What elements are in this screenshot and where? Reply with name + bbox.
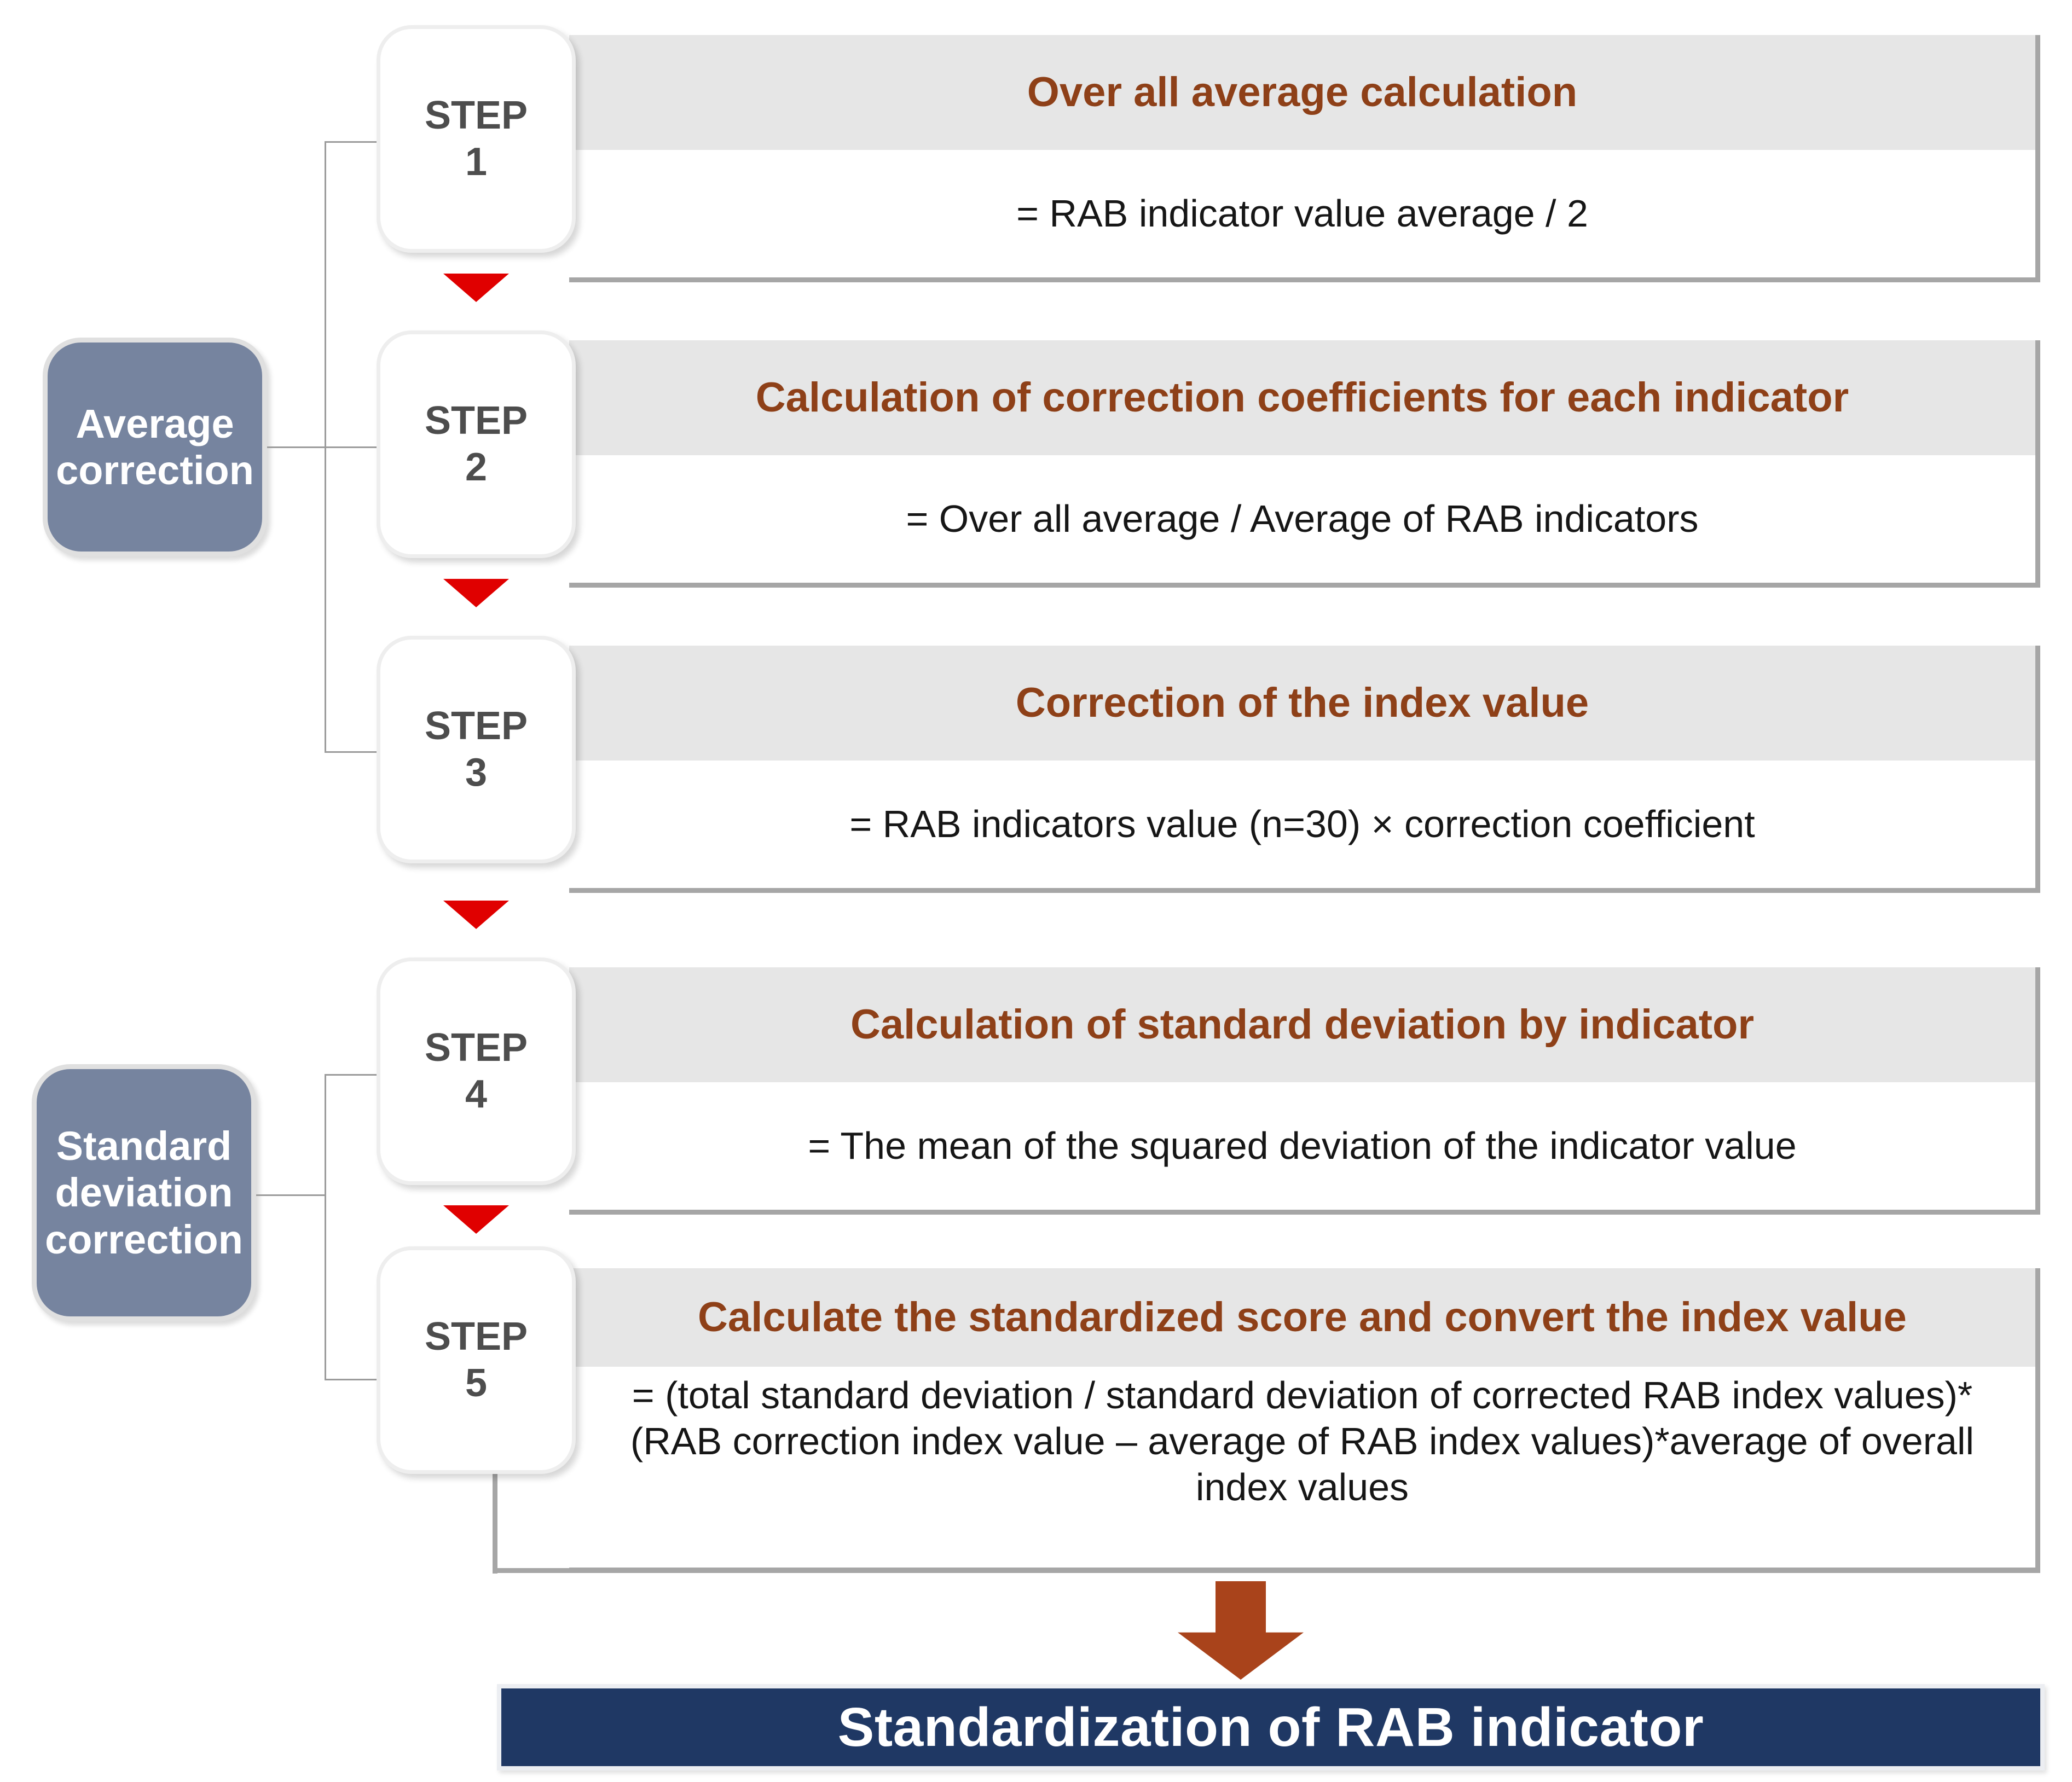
category-average-line-2: correction (56, 448, 254, 493)
step-4-pill-number: 4 (465, 1072, 488, 1116)
step-3-card: Correction of the index value = RAB indi… (569, 646, 2040, 893)
step-4-pill[interactable]: STEP 4 (377, 957, 576, 1185)
step-3-pill-number: 3 (465, 751, 488, 794)
step-arrow-2-to-3 (443, 579, 509, 607)
step-3-pill[interactable]: STEP 3 (377, 636, 576, 863)
category-stddev-line-3: correction (45, 1216, 243, 1262)
step-5-card: Calculate the standardized score and con… (569, 1268, 2040, 1572)
step-1-pill-word: STEP (424, 94, 528, 138)
step-arrow-1-to-2 (443, 274, 509, 302)
bracket-average-branch-1 (325, 141, 393, 143)
step-2-card: Calculation of correction coefficients f… (569, 340, 2040, 588)
step-2-pill[interactable]: STEP 2 (377, 330, 576, 558)
category-average-line-1: Average (76, 400, 234, 446)
category-stddev-line-1: Standard (56, 1123, 232, 1169)
step-4-pill-word: STEP (424, 1026, 528, 1070)
bracket-stddev-stem (256, 1194, 326, 1196)
step-2-title: Calculation of correction coefficients f… (569, 340, 2035, 455)
step-5-pill-word: STEP (424, 1315, 528, 1359)
step-1-pill[interactable]: STEP 1 (377, 25, 576, 253)
category-average-correction: Average correction (43, 338, 267, 556)
bracket-stddev-branch-5 (325, 1379, 393, 1380)
step-2-pill-number: 2 (465, 445, 488, 489)
bracket-stddev-spine (325, 1074, 326, 1380)
bracket-stddev-branch-4 (325, 1074, 393, 1076)
result-banner: Standardization of RAB indicator (497, 1684, 2045, 1771)
step-5-bottom-connector (493, 1474, 497, 1574)
step-5-body: = (total standard deviation / standard d… (569, 1367, 2035, 1568)
bracket-average-branch-3 (325, 751, 393, 753)
step-4-card: Calculation of standard deviation by ind… (569, 967, 2040, 1215)
step-2-body: = Over all average / Average of RAB indi… (569, 455, 2035, 583)
step-3-body: = RAB indicators value (n=30) × correcti… (569, 761, 2035, 888)
category-stddev-line-2: deviation (55, 1170, 233, 1216)
step-1-title: Over all average calculation (569, 35, 2035, 150)
category-standard-deviation-correction: Standard deviation correction (32, 1064, 256, 1321)
bracket-average-branch-2 (325, 446, 393, 448)
bracket-average-stem (267, 446, 326, 448)
step-5-pill[interactable]: STEP 5 (377, 1246, 576, 1474)
down-arrow-icon (1178, 1581, 1304, 1680)
step-1-body: = RAB indicator value average / 2 (569, 150, 2035, 277)
step-arrow-3-to-4 (443, 901, 509, 929)
result-banner-label: Standardization of RAB indicator (837, 1696, 1704, 1758)
step-4-body: = The mean of the squared deviation of t… (569, 1082, 2035, 1210)
step-3-pill-word: STEP (424, 704, 528, 748)
step-arrow-4-to-5 (443, 1205, 509, 1234)
step-3-title: Correction of the index value (569, 646, 2035, 761)
step-5-bottom-rail (493, 1568, 2040, 1573)
step-2-pill-word: STEP (424, 399, 528, 443)
step-4-title: Calculation of standard deviation by ind… (569, 967, 2035, 1082)
step-5-title: Calculate the standardized score and con… (569, 1268, 2035, 1367)
step-1-pill-number: 1 (465, 140, 488, 184)
step-1-card: Over all average calculation = RAB indic… (569, 35, 2040, 282)
step-5-pill-number: 5 (465, 1361, 488, 1405)
